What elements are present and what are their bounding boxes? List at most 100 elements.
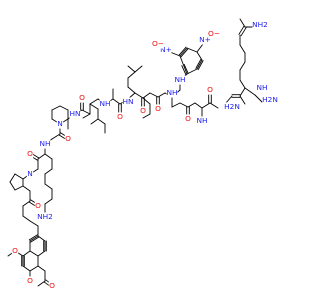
atom-label-background <box>152 39 164 49</box>
carbonyl-o-label: O <box>117 112 123 121</box>
bond <box>29 235 39 242</box>
carbonyl-o-label: O <box>207 85 213 94</box>
atom-label-background <box>26 149 34 159</box>
atom-label-background <box>154 104 162 114</box>
bond <box>28 234 38 241</box>
amine-h2n-label: H2N <box>262 95 278 104</box>
bond <box>142 113 151 119</box>
bond <box>142 97 151 105</box>
bond <box>51 105 61 111</box>
bond <box>196 59 203 70</box>
bond <box>44 168 53 175</box>
amide-h2n-label: H2N <box>224 102 240 111</box>
bond <box>186 68 198 75</box>
bond <box>186 47 198 53</box>
bond <box>37 153 46 160</box>
bond <box>127 65 136 73</box>
atom-label-background <box>174 75 186 85</box>
nitro-o-minus-label: O− <box>208 29 220 38</box>
bond <box>9 181 16 191</box>
atom-label-background <box>184 114 192 124</box>
amide-nh-label: NH <box>196 116 207 125</box>
bond <box>239 44 246 54</box>
bond <box>157 92 166 98</box>
atom-label-background <box>26 276 34 286</box>
nitro-o-minus-label: O− <box>152 39 164 48</box>
nitro-n-plus-label: N+ <box>199 35 211 44</box>
atom-label-background <box>160 45 172 55</box>
atom-label-background <box>64 134 72 144</box>
bond <box>179 55 188 75</box>
proline-n-label: N <box>27 169 33 178</box>
atom-label-background <box>48 281 56 291</box>
proline-n-label: N <box>57 119 63 128</box>
bond <box>82 113 91 119</box>
bond <box>240 27 247 37</box>
atom-label-background <box>206 85 214 95</box>
bond <box>37 280 46 287</box>
bond <box>187 102 196 108</box>
atom-label-layer: NH2H2NNHH2NONHONHONHN+O−N+O−OHNONHOHNNON… <box>11 20 278 291</box>
bond <box>22 265 31 272</box>
bond <box>22 215 31 222</box>
bond <box>89 98 99 105</box>
atom-label-background <box>199 35 211 45</box>
bond <box>149 92 159 98</box>
bond <box>22 185 31 192</box>
carbonyl-o-label: O <box>185 114 191 123</box>
amide-hn-label: HN <box>122 97 133 106</box>
bond <box>181 65 187 75</box>
structure-diagram: NH2H2NNHH2NONHONHONHN+O−N+O−OHNONHOHNNON… <box>7 18 278 291</box>
atom-label-background <box>196 116 208 126</box>
atom-label-background <box>78 93 86 103</box>
bond <box>134 92 144 99</box>
atom-label-background <box>34 201 42 211</box>
bond <box>30 236 40 243</box>
bond <box>14 173 24 180</box>
bond <box>89 103 99 110</box>
bond <box>201 102 211 109</box>
bond <box>44 183 53 190</box>
bond <box>9 173 16 183</box>
bond <box>239 79 246 89</box>
carbonyl-o-label: O <box>65 134 71 143</box>
bond <box>44 153 53 160</box>
imine-nh-label: NH <box>256 83 267 92</box>
bond <box>239 95 246 105</box>
bond <box>169 51 181 57</box>
ring-o-label: O <box>27 276 33 285</box>
atom-label-background <box>262 95 278 105</box>
amide-nh-label: NH <box>39 139 50 148</box>
bond <box>29 250 39 257</box>
bond <box>127 86 136 94</box>
amide-nh-label: NH <box>166 88 177 97</box>
bond <box>178 46 187 56</box>
bond <box>196 51 203 61</box>
bond <box>239 87 246 97</box>
amide-hn-label: HN <box>69 109 80 118</box>
lysine-nh2-label: NH2 <box>37 212 53 221</box>
atom-label-background <box>116 112 124 122</box>
nitro-n-plus-label: N+ <box>160 45 172 54</box>
methoxy-o-label: O <box>12 246 18 255</box>
bond <box>239 18 246 28</box>
bond <box>180 48 189 58</box>
carbonyl-o-label: O <box>155 104 161 113</box>
bond <box>179 102 189 108</box>
atom-label-background <box>56 119 64 129</box>
amide-nh-label: NH <box>174 75 185 84</box>
bond <box>37 250 46 257</box>
bond <box>209 102 219 109</box>
bond <box>194 102 203 109</box>
bond <box>29 220 39 227</box>
bond <box>134 65 143 73</box>
atom-label-background <box>166 88 178 98</box>
bond <box>22 250 31 257</box>
carbonyl-o-label: O <box>140 106 146 115</box>
bond <box>44 198 53 205</box>
atom-label-background <box>26 169 34 179</box>
bond <box>90 118 99 125</box>
bond <box>14 185 24 191</box>
bond <box>195 58 202 69</box>
atom-label-background <box>39 139 51 149</box>
